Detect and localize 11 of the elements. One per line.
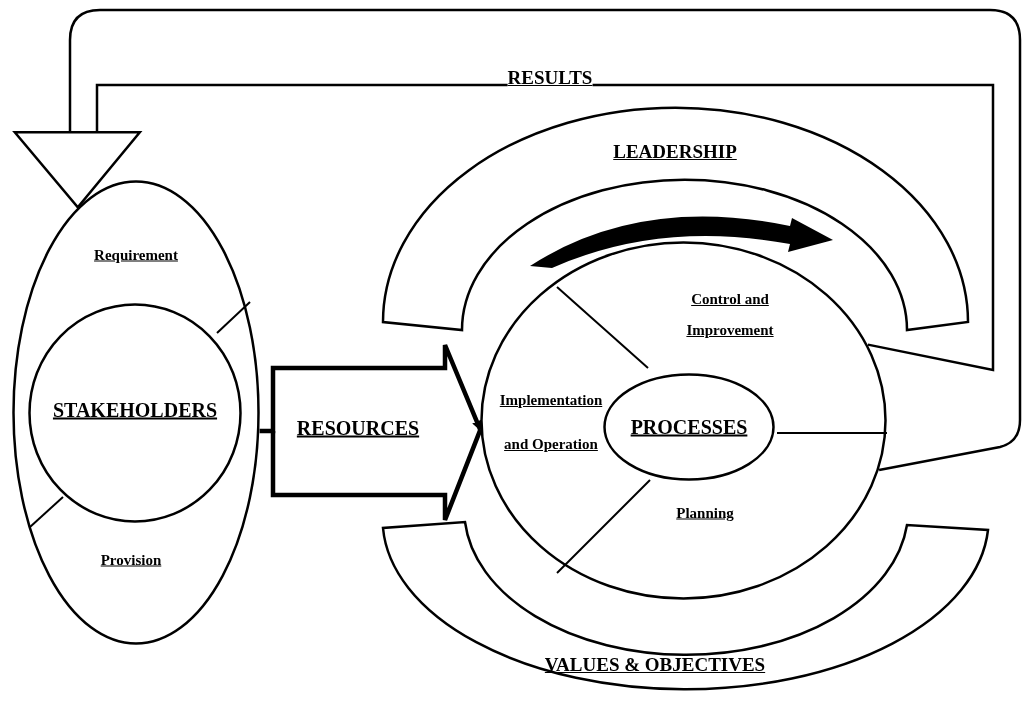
feedback-arrow (13, 8, 1022, 472)
section-label: Planning (676, 504, 734, 522)
center-label: STAKEHOLDERS (52, 398, 218, 422)
section-label: Provision (100, 551, 162, 569)
band-label: LEADERSHIP (613, 141, 737, 163)
block-arrow (259, 342, 483, 434)
section-label: Control and Improvement (685, 290, 775, 340)
center-label: PROCESSES (630, 415, 748, 439)
section-label: Requirement (94, 246, 178, 264)
section-label: Implementation and Operation (498, 391, 604, 454)
band-label: VALUES & OBJECTIVES (544, 654, 766, 676)
